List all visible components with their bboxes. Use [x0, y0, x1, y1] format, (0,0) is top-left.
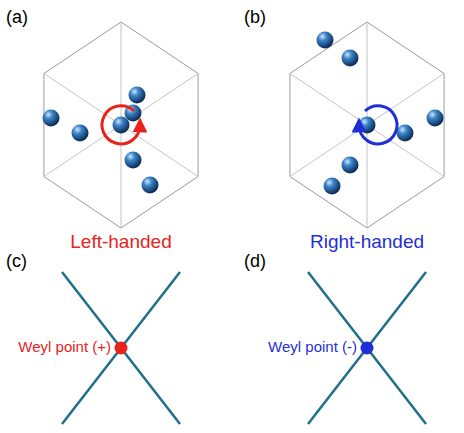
- atom: [129, 87, 146, 104]
- atom: [397, 125, 414, 142]
- weyl-point-label: Weyl point (-): [268, 339, 357, 356]
- atom: [43, 110, 60, 127]
- panel-label: (c): [6, 252, 27, 272]
- band-crossing: [62, 272, 426, 424]
- cube-edge: [290, 125, 367, 177]
- cube-edge: [121, 74, 198, 126]
- cube-edge: [367, 125, 444, 177]
- atom: [342, 157, 359, 174]
- atom: [324, 178, 341, 195]
- unit-cell: [290, 22, 444, 228]
- rotation-arrow: [359, 106, 397, 144]
- cube-edge: [44, 125, 121, 177]
- weyl-point-label: Weyl point (+): [18, 339, 111, 356]
- atom: [427, 110, 444, 127]
- rotation-arrow: [102, 106, 140, 144]
- panel-label: (d): [244, 252, 266, 272]
- atom: [125, 152, 142, 169]
- atom: [317, 32, 334, 49]
- handedness-label: Right-handed: [310, 232, 424, 253]
- panel-label: (b): [244, 8, 266, 28]
- unit-cell: [43, 22, 199, 228]
- cube-edge: [121, 125, 198, 177]
- cube-edge: [121, 22, 122, 125]
- cube-outline: [290, 22, 444, 228]
- weyl-point: [361, 342, 374, 355]
- atom: [142, 177, 159, 194]
- weyl-point: [115, 342, 128, 355]
- atom: [342, 50, 359, 67]
- cube-edge: [290, 74, 367, 126]
- panel-label: (a): [6, 8, 28, 28]
- cube-edge: [121, 125, 122, 228]
- handedness-label: Left-handed: [70, 232, 171, 253]
- atom: [72, 125, 89, 142]
- atom: [113, 117, 130, 134]
- cube-outline: [44, 22, 198, 228]
